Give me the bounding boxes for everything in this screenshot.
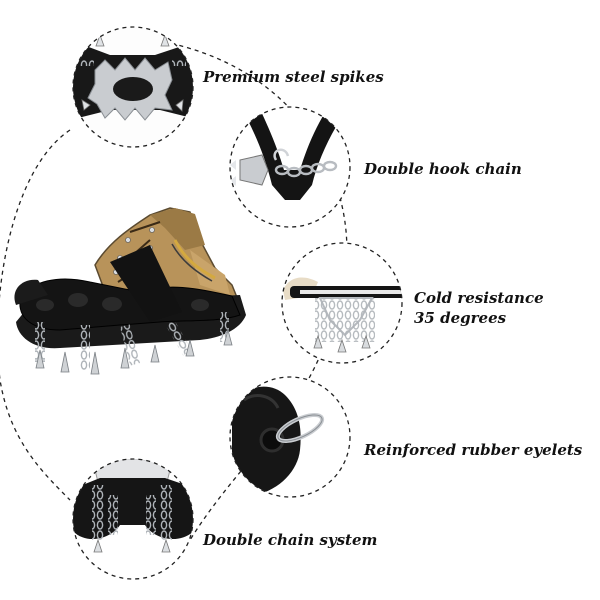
crampon-spikes xyxy=(35,328,233,375)
feature-label-hook-chain: Double hook chain xyxy=(364,160,522,178)
rubber-eyelet-icon xyxy=(229,376,351,498)
crampon-harness xyxy=(19,278,241,331)
dashed-outer-arc xyxy=(0,129,71,501)
boot-with-crampon-image xyxy=(14,207,246,375)
cold-resistance-icon xyxy=(281,242,403,364)
crampon-chains xyxy=(35,312,229,370)
feature-label-double-chain: Double chain system xyxy=(203,531,378,549)
feature-label-cold-resistance-line2: 35 degrees xyxy=(414,309,507,327)
steel-spikes-icon xyxy=(72,26,194,148)
feature-label-steel-spikes: Premium steel spikes xyxy=(203,68,384,86)
crampon-strap xyxy=(110,245,182,322)
feature-label-rubber-eyelets: Reinforced rubber eyelets xyxy=(364,441,583,459)
hook-chain-icon xyxy=(229,106,351,228)
double-chain-icon xyxy=(72,458,194,580)
feature-label-cold-resistance-line1: Cold resistance xyxy=(414,289,544,307)
feature-label-cold-resistance: Cold resistance 35 degrees xyxy=(414,288,544,328)
